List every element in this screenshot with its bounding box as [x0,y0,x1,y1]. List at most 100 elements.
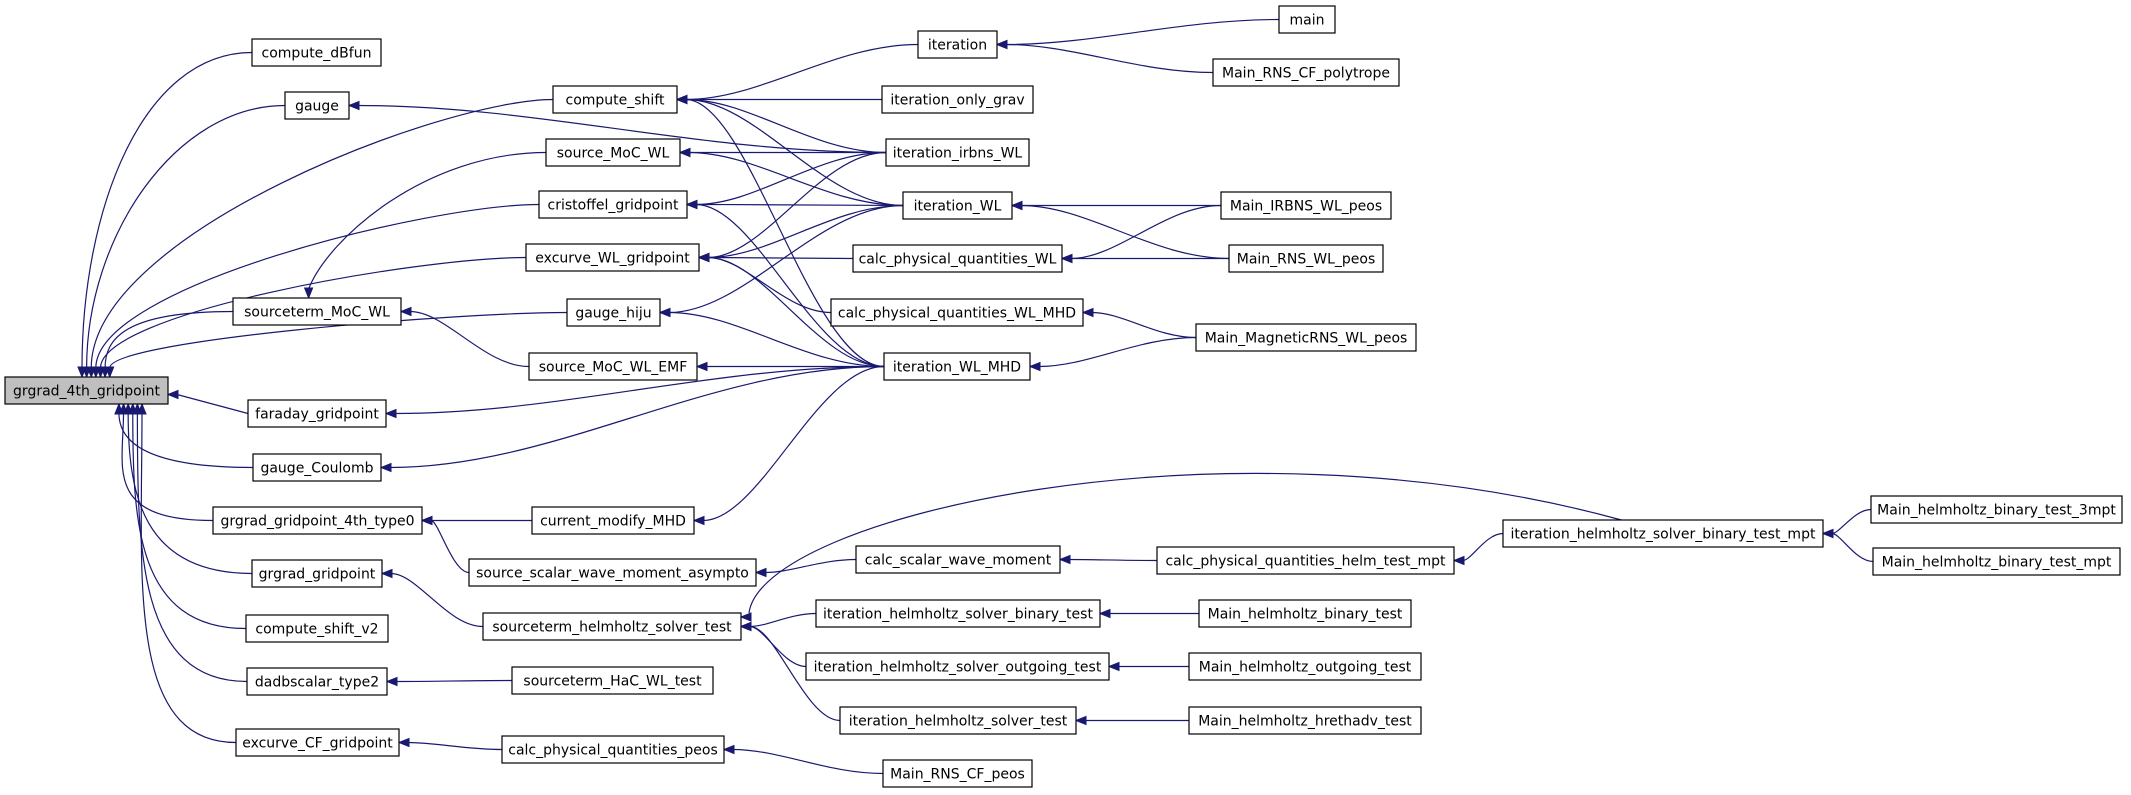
edge-source-moc-wl-emf-to-sourceterm-moc-wl [409,310,530,368]
node-label: grgrad_4th_gridpoint [13,384,160,400]
arrowhead-icon [380,568,393,579]
node-main-irbns-wl-peos[interactable]: Main_IRBNS_WL_peos [1220,191,1392,220]
arrowhead-icon [754,567,767,578]
node-current-modify-mhd[interactable]: current_modify_MHD [531,506,695,535]
node-calc-physical-quantities-wl-mhd[interactable]: calc_physical_quantities_WL_MHD [830,298,1084,327]
node-sourceterm-moc-wl[interactable]: sourceterm_MoC_WL [232,297,402,326]
node-source-moc-wl[interactable]: source_MoC_WL [545,138,681,167]
node-main-rns-wl-peos[interactable]: Main_RNS_WL_peos [1228,244,1384,273]
node-box [1188,706,1422,735]
node-main-helmholtz-outgoing-test[interactable]: Main_helmholtz_outgoing_test [1188,652,1422,681]
node-gauge-hiju[interactable]: gauge_hiju [566,298,661,327]
arrowhead-icon [739,612,752,622]
node-box [212,506,423,535]
node-label: iteration_irbns_WL [893,146,1023,162]
node-source-moc-wl-emf[interactable]: source_MoC_WL_EMF [528,352,698,381]
node-main-rns-cf-peos[interactable]: Main_RNS_CF_peos [882,759,1033,788]
node-label: main [1290,13,1325,29]
node-faraday-gridpoint[interactable]: faraday_gridpoint [247,399,387,428]
arrowhead-icon [678,147,691,158]
node-iteration-irbns-wl[interactable]: iteration_irbns_WL [885,138,1030,167]
node-grgrad-gridpoint-4th-type0[interactable]: grgrad_gridpoint_4th_type0 [212,506,423,535]
edge-source-moc-wl-to-sourceterm-moc-wl [308,151,547,290]
edge-grgrad-gridpoint-to-grgrad-4th-gridpoint [127,412,253,575]
node-label: iteration_helmholtz_solver_binary_test_m… [1511,527,1816,543]
arrowhead-icon [1028,361,1041,372]
node-iteration-only-grav[interactable]: iteration_only_grav [881,85,1034,114]
node-box [247,399,387,428]
node-iteration-helmholtz-solver-test[interactable]: iteration_helmholtz_solver_test [839,706,1077,735]
node-label: source_MoC_WL_EMF [539,360,688,376]
node-excurve-cf-gridpoint[interactable]: excurve_CF_gridpoint [235,728,400,757]
edge-compute-dbfun-to-grgrad-4th-gridpoint [81,51,253,369]
node-calc-scalar-wave-moment[interactable]: calc_scalar_wave_moment [855,545,1061,574]
node-label: Main_RNS_WL_peos [1237,252,1376,268]
node-compute-shift-v2[interactable]: compute_shift_v2 [245,614,389,643]
edge-iteration-to-compute-shift [685,43,919,101]
node-gauge[interactable]: gauge [284,91,350,120]
node-label: excurve_CF_gridpoint [242,736,393,752]
node-excurve-wl-gridpoint[interactable]: excurve_WL_gridpoint [525,243,700,272]
node-dadbscalar-type2[interactable]: dadbscalar_type2 [246,667,388,696]
node-main-helmholtz-binary-test-3mpt[interactable]: Main_helmholtz_binary_test_3mpt [1870,495,2123,524]
node-box [805,652,1110,681]
node-gauge-coulomb[interactable]: gauge_Coulomb [252,453,382,482]
node-box [1212,58,1400,87]
node-calc-physical-quantities-wl[interactable]: calc_physical_quantities_WL [852,244,1063,273]
node-main-magneticrns-wl-peos[interactable]: Main_MagneticRNS_WL_peos [1195,323,1417,352]
edge-faraday-gridpoint-to-grgrad-4th-gridpoint [176,393,249,415]
graph-edges [77,18,1874,775]
node-sourceterm-helmholtz-solver-test[interactable]: sourceterm_helmholtz_solver_test [482,612,742,641]
node-main-helmholtz-binary-test[interactable]: Main_helmholtz_binary_test [1198,599,1412,628]
node-compute-dbfun[interactable]: compute_dBfun [251,38,382,67]
node-label: calc_physical_quantities_WL [859,252,1057,268]
edge-iteration-helmholtz-solver-binary-test-to-sourceterm-helmholtz-solver-test [749,612,817,628]
arrowhead-icon [384,408,397,419]
node-box [501,735,725,764]
arrowhead-icon [137,402,147,415]
edge-iteration-helmholtz-solver-binary-test-mpt-to-sourceterm-helmholtz-solver-test [748,472,1622,614]
node-label: Main_helmholtz_binary_test [1208,607,1403,623]
node-grgrad-gridpoint[interactable]: grgrad_gridpoint [251,559,383,588]
node-box [1228,244,1384,273]
node-grgrad-4th-gridpoint[interactable]: grgrad_4th_gridpoint [4,376,169,405]
node-sourceterm-hac-wl-test[interactable]: sourceterm_HaC_WL_test [511,666,714,695]
arrowhead-icon [420,515,433,526]
node-box [538,190,688,219]
node-box [552,85,678,114]
node-cristoffel-gridpoint[interactable]: cristoffel_gridpoint [538,190,688,219]
node-compute-shift[interactable]: compute_shift [552,85,678,114]
node-label: calc_scalar_wave_moment [865,553,1052,569]
node-main-helmholtz-hrethadv-test[interactable]: Main_helmholtz_hrethadv_test [1188,706,1422,735]
node-box [1198,599,1412,628]
node-iteration-helmholtz-solver-outgoing-test[interactable]: iteration_helmholtz_solver_outgoing_test [805,652,1110,681]
edge-main-rns-cf-polytrope-to-iteration [1005,43,1214,74]
node-label: iteration_helmholtz_solver_test [849,714,1068,730]
edge-gauge-coulomb-to-grgrad-4th-gridpoint [118,412,254,469]
node-iteration-helmholtz-solver-binary-test[interactable]: iteration_helmholtz_solver_binary_test [815,599,1101,628]
edge-iteration-helmholtz-solver-test-to-sourceterm-helmholtz-solver-test [749,625,841,722]
node-calc-physical-quantities-peos[interactable]: calc_physical_quantities_peos [501,735,725,764]
node-source-scalar-wave-moment-asympto[interactable]: source_scalar_wave_moment_asympto [468,558,757,587]
edge-calc-physical-quantities-wl-mhd-to-excurve-wl-gridpoint [707,256,832,314]
node-calc-physical-quantities-helm-test-mpt[interactable]: calc_physical_quantities_helm_test_mpt [1156,546,1455,575]
node-iteration-wl[interactable]: iteration_WL [902,191,1013,220]
node-label: Main_RNS_CF_peos [890,767,1025,783]
edge-iteration-wl-mhd-to-current-modify-mhd [702,365,885,522]
edge-iteration-irbns-wl-to-compute-shift [685,98,887,154]
node-main[interactable]: main [1278,5,1336,34]
edge-iteration-wl-mhd-to-cristoffel-gridpoint [695,203,885,368]
node-label: iteration_helmholtz_solver_outgoing_test [814,660,1102,676]
node-iteration-helmholtz-solver-binary-test-mpt[interactable]: iteration_helmholtz_solver_binary_test_m… [1502,519,1824,548]
node-main-rns-cf-polytrope[interactable]: Main_RNS_CF_polytrope [1212,58,1400,87]
arrowhead-icon [1452,555,1465,566]
node-box [482,612,742,641]
node-main-helmholtz-binary-test-mpt[interactable]: Main_helmholtz_binary_test_mpt [1872,547,2121,576]
node-iteration[interactable]: iteration [917,30,998,59]
node-label: Main_MagneticRNS_WL_peos [1205,331,1408,347]
node-label: Main_RNS_CF_polytrope [1222,66,1390,82]
node-box [251,38,382,67]
arrowhead-icon [399,306,412,317]
node-iteration-wl-mhd[interactable]: iteration_WL_MHD [883,352,1031,381]
